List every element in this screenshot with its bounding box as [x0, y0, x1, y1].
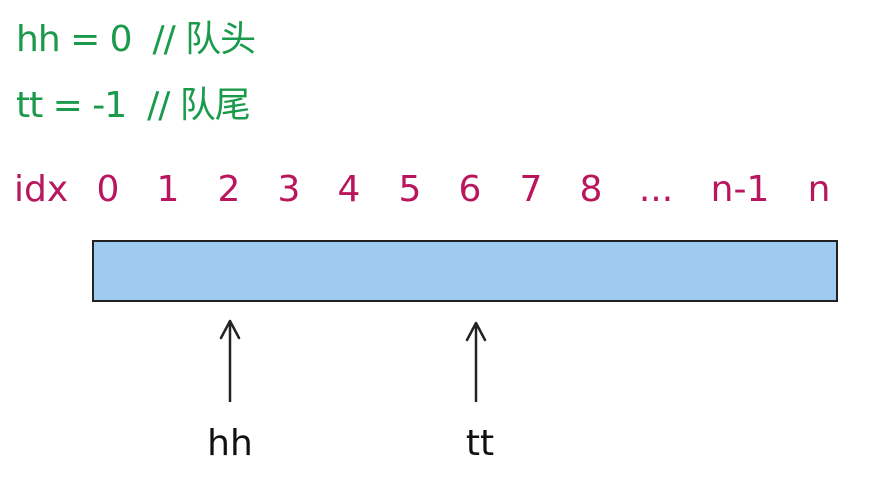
idx-label: idx	[14, 169, 69, 210]
idx-2: 2	[217, 169, 241, 210]
tt-arrow	[465, 321, 487, 402]
idx-4: 4	[337, 169, 361, 210]
idx-ellipsis: ...	[638, 169, 674, 210]
idx-3: 3	[277, 169, 301, 210]
hh-arrow	[219, 319, 241, 402]
hh-pointer-label: hh	[207, 423, 253, 464]
idx-n-minus-1: n-1	[710, 169, 770, 210]
idx-1: 1	[156, 169, 180, 210]
queue-array-bar	[92, 240, 838, 302]
hh-init-line: hh = 0 // 队头	[16, 19, 256, 60]
idx-5: 5	[398, 169, 422, 210]
tt-init-line: tt = -1 // 队尾	[16, 85, 251, 126]
idx-8: 8	[579, 169, 603, 210]
idx-7: 7	[519, 169, 543, 210]
idx-n: n	[807, 169, 831, 210]
tt-pointer-label: tt	[465, 423, 495, 464]
idx-6: 6	[458, 169, 482, 210]
idx-0: 0	[96, 169, 120, 210]
